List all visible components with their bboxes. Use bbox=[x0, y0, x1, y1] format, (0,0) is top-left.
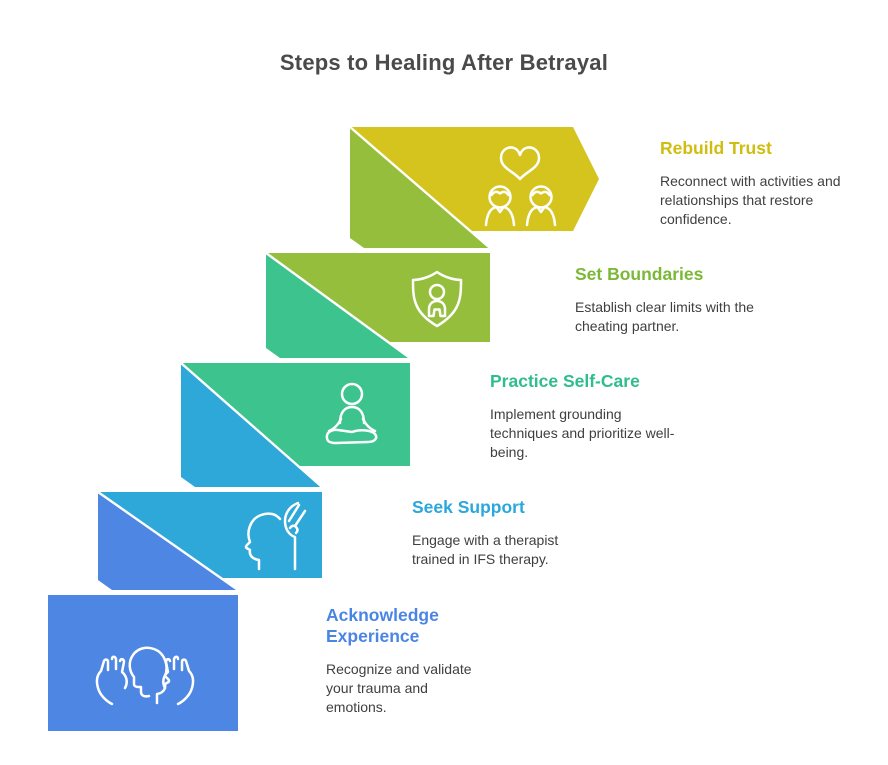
step-description: Engage with a therapist trained in IFS t… bbox=[412, 532, 559, 567]
step-title: Set Boundaries bbox=[575, 264, 704, 284]
step-description: Recognize and validate your trauma and e… bbox=[326, 661, 472, 715]
step-description: Establish clear limits with the cheating… bbox=[575, 299, 754, 334]
page-title: Steps to Healing After Betrayal bbox=[279, 50, 609, 75]
step-title: Rebuild Trust bbox=[660, 138, 772, 158]
step-description: Implement grounding techniques and prior… bbox=[490, 406, 675, 460]
step-2-fold-line bbox=[349, 126, 491, 249]
step-3-fold-line bbox=[265, 252, 411, 359]
head-hands-icon bbox=[95, 646, 195, 706]
step-5-fold-line bbox=[97, 491, 239, 591]
step-5-text: Acknowledge Experience Recognize and val… bbox=[326, 605, 488, 717]
step-2-text: Set Boundaries Establish clear limits wi… bbox=[575, 264, 767, 336]
step-description: Reconnect with activities and relationsh… bbox=[660, 173, 841, 227]
couple-heart-icon bbox=[484, 146, 557, 227]
head-hand-icon bbox=[244, 501, 307, 571]
step-4-text: Seek Support Engage with a therapist tra… bbox=[412, 497, 588, 569]
step-3-text: Practice Self-Care Implement grounding t… bbox=[490, 371, 675, 462]
step-4-fold-line bbox=[180, 362, 323, 488]
step-title: Acknowledge Experience bbox=[326, 605, 439, 646]
step-5-band bbox=[48, 595, 238, 731]
step-title: Practice Self-Care bbox=[490, 371, 640, 391]
step-1-text: Rebuild Trust Reconnect with activities … bbox=[660, 138, 845, 229]
meditation-icon bbox=[325, 382, 378, 445]
shield-person-icon bbox=[411, 270, 463, 328]
step-title: Seek Support bbox=[412, 497, 525, 517]
